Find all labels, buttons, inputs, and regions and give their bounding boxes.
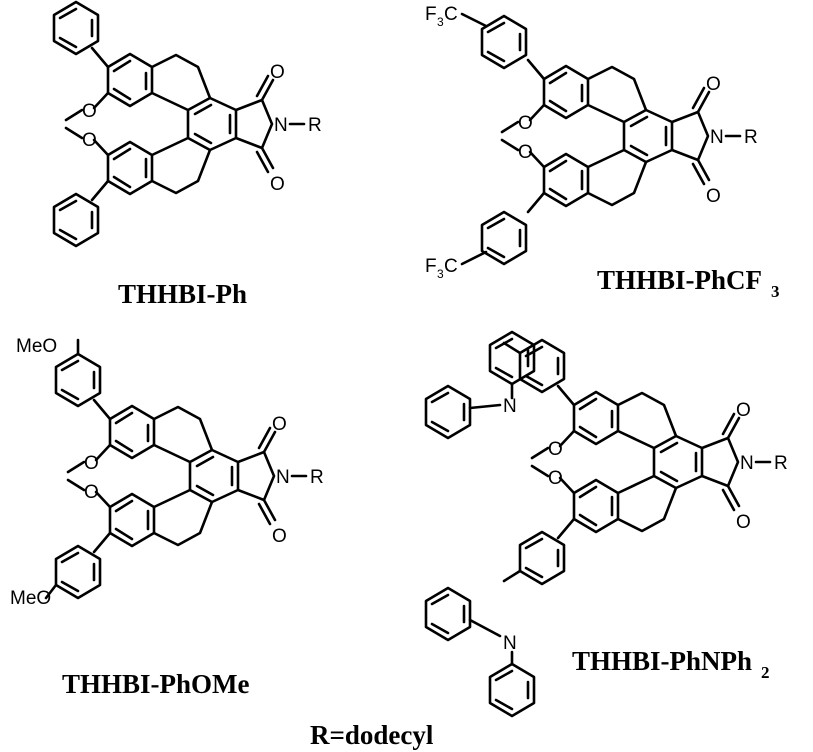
svg-text:N: N [740, 453, 754, 474]
svg-text:O: O [272, 526, 287, 547]
imide-r: R [308, 115, 322, 136]
svg-text:N: N [503, 633, 517, 654]
svg-text:O: O [548, 439, 563, 460]
svg-text:R: R [310, 467, 324, 488]
svg-text:C: C [444, 4, 458, 25]
caption-thhbi-phome: THHBI-PhOMe [62, 669, 250, 699]
svg-text:C: C [444, 256, 458, 277]
caption-thhbi-ph: THHBI-Ph [118, 279, 247, 309]
compound-thhbi-phome: O O O O N R [44, 338, 324, 600]
cf3-lower: F 3 C [425, 256, 458, 281]
svg-text:O: O [548, 468, 563, 489]
carbonyl-o-lower: O [270, 174, 285, 195]
caption-thhbi-phcf3: THHBI-PhCF 3 [597, 265, 780, 301]
methoxy-o-lower: O [82, 130, 97, 151]
meo-lower: MeO [10, 588, 51, 609]
carbonyl-o-upper: O [270, 62, 285, 83]
methoxy-o-upper: O [82, 101, 97, 122]
svg-text:O: O [518, 142, 533, 163]
svg-text:O: O [84, 482, 99, 503]
svg-text:O: O [706, 74, 721, 95]
svg-text:THHBI-PhNPh: THHBI-PhNPh [572, 646, 752, 676]
svg-text:N: N [503, 396, 517, 417]
cf3-upper: F 3 C [425, 4, 458, 29]
svg-text:O: O [736, 400, 751, 421]
compound-thhbi-phcf3: O O O O N R [460, 12, 758, 266]
svg-text:THHBI-PhCF: THHBI-PhCF [597, 265, 762, 295]
svg-text:F: F [425, 4, 437, 25]
compound-thhbi-ph: O O O O N R [52, 0, 322, 248]
caption-thhbi-phnph2: THHBI-PhNPh 2 [572, 646, 770, 682]
svg-text:O: O [272, 414, 287, 435]
svg-text:R: R [744, 127, 758, 148]
svg-text:O: O [706, 186, 721, 207]
svg-text:3: 3 [771, 282, 780, 301]
svg-text:O: O [518, 113, 533, 134]
svg-text:O: O [736, 512, 751, 533]
svg-text:F: F [425, 256, 437, 277]
svg-text:2: 2 [761, 663, 770, 682]
footnote-r-definition: R=dodecyl [310, 720, 434, 750]
diphenylamine-lower: N [424, 586, 536, 718]
svg-text:N: N [276, 467, 290, 488]
svg-text:N: N [710, 127, 724, 148]
svg-text:R: R [774, 453, 788, 474]
imide-n: N [274, 115, 288, 136]
diphenylamine-upper: N [424, 330, 536, 440]
meo-upper: MeO [16, 336, 57, 357]
svg-text:O: O [84, 453, 99, 474]
svg-text:3: 3 [437, 267, 444, 281]
compound-thhbi-phnph2: O O O O N R [502, 338, 788, 586]
svg-text:3: 3 [437, 15, 444, 29]
